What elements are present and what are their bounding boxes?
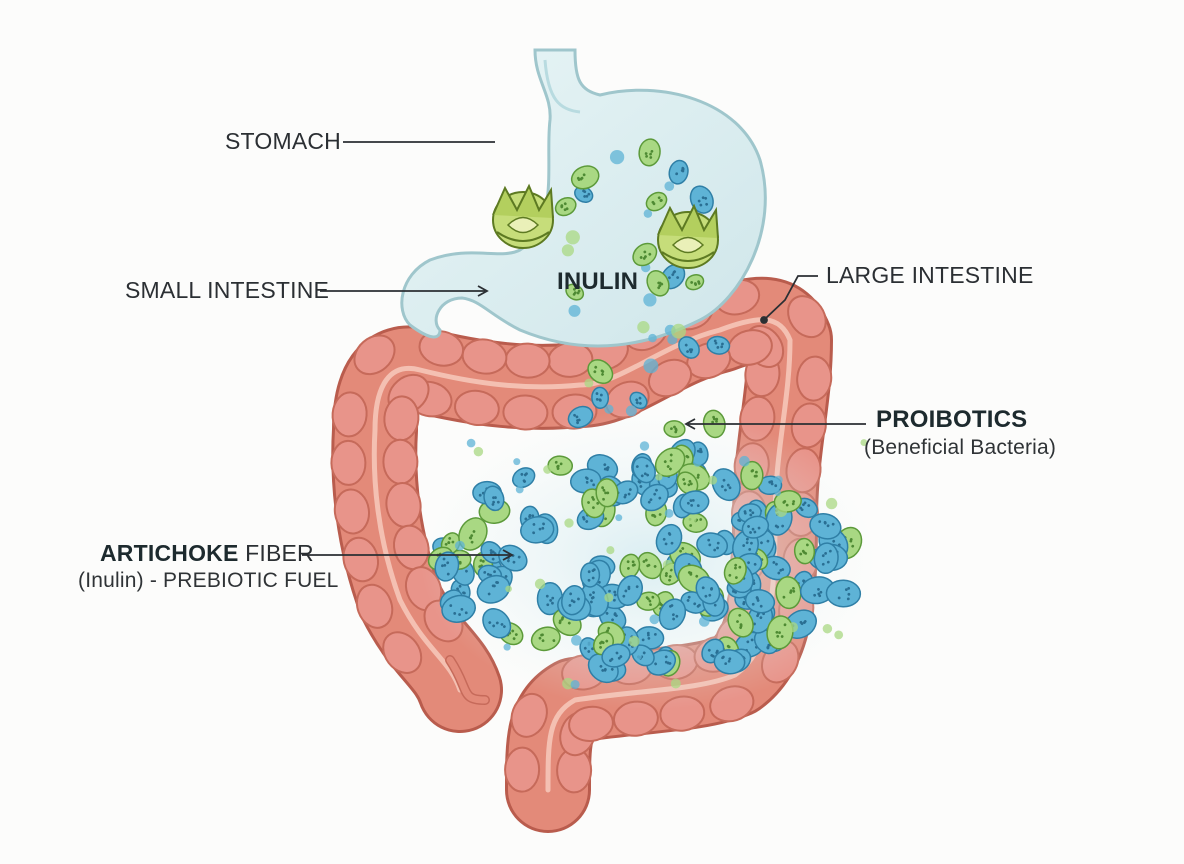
bacteria-particle [823, 624, 832, 633]
bacteria-particle [643, 358, 658, 373]
bacteria-particle [513, 458, 520, 465]
bacteria-particle [640, 441, 649, 450]
bacteria-particle [562, 244, 574, 256]
bacteria-particle [693, 458, 702, 467]
bacteria-particle [629, 636, 640, 647]
haustra-segment [505, 747, 540, 791]
bacteria-particle [699, 616, 710, 627]
inulin-label: INULIN [557, 268, 638, 296]
bacteria-particle [739, 456, 750, 467]
bacteria-icon [581, 563, 600, 587]
bacteria-particle [671, 324, 686, 339]
probiotics-label: PROIBOTICS (Beneficial Bacteria) [876, 406, 1056, 460]
bacteria-particle [504, 644, 511, 651]
bacteria-particle [637, 321, 649, 333]
bacteria-particle [634, 652, 642, 660]
bacteria-particle [774, 476, 783, 485]
bacteria-particle [648, 334, 656, 342]
bacteria-particle [643, 293, 656, 306]
bacteria-particle [467, 439, 476, 448]
bacteria-particle [650, 614, 660, 624]
bacteria-particle [610, 150, 624, 164]
fiber-label-bold: ARTICHOKE [100, 540, 239, 566]
bacteria-particle [577, 476, 586, 485]
bacteria-particle [455, 541, 465, 551]
bacteria-particle [535, 579, 545, 589]
bacteria-particle [516, 486, 524, 494]
large-intestine-label: LARGE INTESTINE [826, 262, 1033, 289]
bacteria-particle [564, 518, 573, 527]
bacteria-particle [834, 630, 843, 639]
bacteria-particle [566, 230, 580, 244]
haustra-segment [505, 343, 550, 379]
fiber-label-rest: FIBER [239, 540, 314, 566]
bacteria-particle [474, 447, 483, 456]
probiotics-subtitle: (Beneficial Bacteria) [864, 436, 1056, 460]
bacteria-particle [571, 635, 582, 646]
fiber-label: ARTICHOKE FIBER (Inulin) - PREBIOTIC FUE… [100, 540, 339, 593]
bacteria-particle [505, 586, 512, 593]
bacteria-particle [487, 512, 497, 522]
bacteria-particle [568, 305, 580, 317]
bacteria-particle [664, 181, 674, 191]
bacteria-particle [788, 622, 798, 632]
stomach-label: STOMACH [225, 128, 341, 155]
bacteria-icon [826, 580, 861, 608]
bacteria-particle [584, 640, 592, 648]
artichoke-icon [493, 186, 553, 248]
bacteria-particle [606, 546, 614, 554]
bacteria-particle [626, 405, 637, 416]
bacteria-particle [604, 593, 613, 602]
bacteria-particle [775, 505, 787, 517]
bacteria-particle [774, 490, 780, 496]
haustra-segment [331, 441, 366, 486]
probiotics-title: PROIBOTICS [876, 406, 1027, 433]
bacteria-particle [615, 514, 622, 521]
bacteria-particle [688, 515, 697, 524]
bacteria-particle [663, 560, 673, 570]
bacteria-icon [591, 387, 608, 409]
bacteria-particle [671, 678, 681, 688]
bacteria-particle [655, 473, 662, 480]
small-intestine-label: SMALL INTESTINE [125, 277, 329, 304]
haustra-segment [503, 395, 548, 431]
bacteria-particle [571, 680, 580, 689]
bacteria-particle [543, 465, 552, 474]
bacteria-particle [665, 509, 674, 518]
bacteria-particle [826, 498, 837, 509]
bacteria-particle [584, 379, 593, 388]
haustra-segment [383, 439, 418, 484]
bacteria-particle [708, 476, 717, 485]
fiber-subtitle: (Inulin) - PREBIOTIC FUEL [78, 569, 339, 593]
